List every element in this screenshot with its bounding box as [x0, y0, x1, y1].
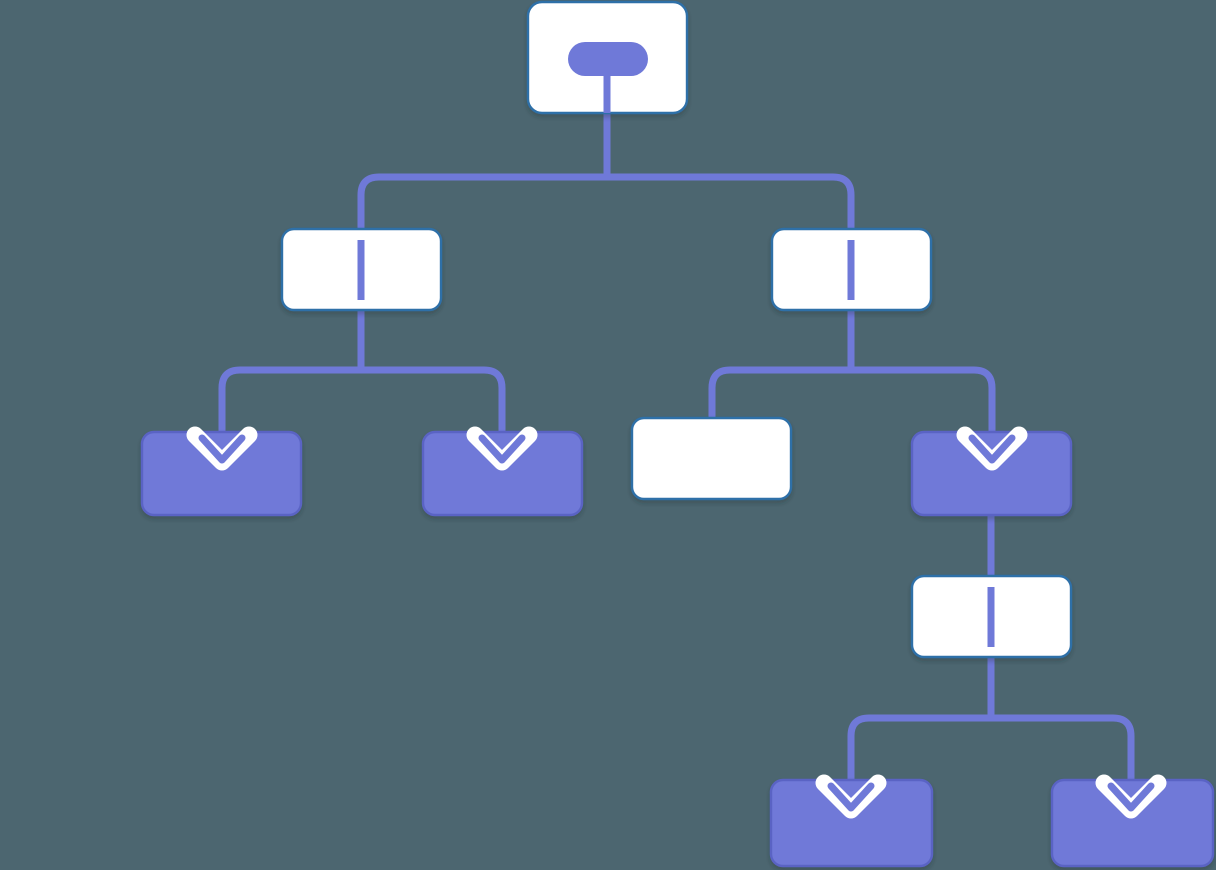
edge-level1-left-to-node-a	[218, 366, 361, 434]
level2-node-d[interactable]	[910, 430, 1073, 517]
node-box-accent	[140, 430, 303, 517]
arrow-head-chevron-icon	[968, 434, 1016, 464]
edge-level3-to-level4-left	[847, 714, 991, 782]
edge-root-to-level1-right	[607, 173, 855, 229]
level4-right-node[interactable]	[1050, 778, 1215, 868]
node-box-accent	[769, 778, 934, 868]
edge-level1-right-to-node-c	[708, 366, 851, 419]
node-box-accent	[910, 430, 1073, 517]
arrow-down-icon	[466, 426, 538, 471]
node-box-accent	[1050, 778, 1215, 868]
edge-level3-to-level4-right	[991, 714, 1135, 782]
edge-level1-left-to-node-b	[361, 366, 506, 434]
edge-level1-right-to-node-d	[851, 366, 996, 434]
level4-left-node[interactable]	[769, 778, 934, 868]
level2-node-c[interactable]	[630, 416, 793, 501]
level2-node-a[interactable]	[140, 430, 303, 517]
arrow-head-chevron-icon	[198, 434, 246, 464]
level2-node-b[interactable]	[421, 430, 584, 517]
arrow-down-icon	[815, 774, 887, 819]
arrow-head-chevron-icon	[827, 782, 875, 812]
arrow-down-icon	[956, 426, 1028, 471]
node-box-accent	[421, 430, 584, 517]
arrow-down-icon	[1095, 774, 1167, 819]
markers-layer	[186, 42, 1167, 819]
root-pill-icon	[568, 42, 648, 76]
edge-root-to-level1-left	[357, 173, 607, 229]
arrow-head-chevron-icon	[478, 434, 526, 464]
node-box-light	[630, 416, 793, 501]
nodes-layer	[140, 0, 1215, 868]
arrow-down-icon	[186, 426, 258, 471]
arrow-head-chevron-icon	[1107, 782, 1155, 812]
edges-layer	[218, 113, 1135, 782]
